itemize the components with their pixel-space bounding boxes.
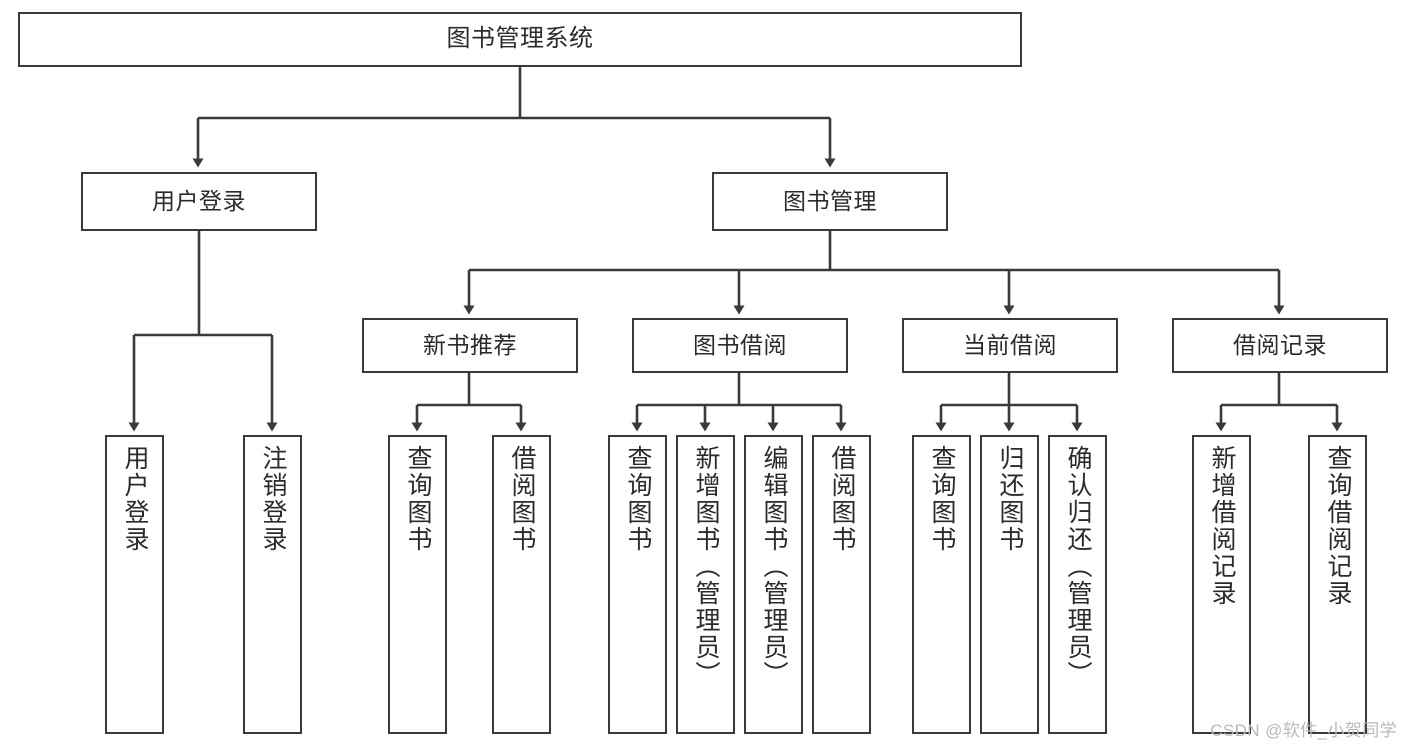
leaf-query-book-2[interactable]: 查询图书: [608, 435, 667, 734]
node-label: 归还图书: [996, 445, 1024, 553]
leaf-edit-book[interactable]: 编辑图书（管理员）: [744, 435, 803, 734]
node-label: 查询借阅记录: [1324, 445, 1352, 607]
node-new-book-recommend[interactable]: 新书推荐: [362, 318, 578, 373]
node-label: 新增图书（管理员）: [692, 445, 720, 688]
node-book-management[interactable]: 图书管理: [712, 172, 948, 231]
node-current-borrow[interactable]: 当前借阅: [902, 318, 1118, 373]
node-label: 借阅记录: [1233, 331, 1327, 358]
leaf-query-book-1[interactable]: 查询图书: [388, 435, 447, 734]
node-label: 查询图书: [404, 445, 432, 553]
node-book-borrow[interactable]: 图书借阅: [632, 318, 848, 373]
csdn-watermark: CSDN @软件_小贺同学: [1210, 721, 1397, 740]
node-label: 当前借阅: [963, 331, 1057, 358]
leaf-logout-login[interactable]: 注销登录: [243, 435, 302, 734]
node-label: 确认归还（管理员）: [1064, 445, 1092, 688]
node-root-book-management-system[interactable]: 图书管理系统: [18, 12, 1022, 67]
node-user-login[interactable]: 用户登录: [81, 172, 317, 231]
node-label: 用户登录: [121, 445, 149, 553]
node-label: 注销登录: [259, 445, 287, 553]
node-label: 图书管理系统: [446, 25, 594, 53]
node-label: 借阅图书: [828, 445, 856, 553]
node-label: 新书推荐: [423, 331, 517, 358]
leaf-user-login[interactable]: 用户登录: [105, 435, 164, 734]
leaf-confirm-return[interactable]: 确认归还（管理员）: [1048, 435, 1107, 734]
leaf-query-book-3[interactable]: 查询图书: [912, 435, 971, 734]
leaf-add-borrow-record[interactable]: 新增借阅记录: [1192, 435, 1251, 734]
node-label: 新增借阅记录: [1208, 445, 1236, 607]
node-label: 查询图书: [928, 445, 956, 553]
leaf-add-book[interactable]: 新增图书（管理员）: [676, 435, 735, 734]
leaf-return-book[interactable]: 归还图书: [980, 435, 1039, 734]
node-label: 借阅图书: [508, 445, 536, 553]
node-label: 图书管理: [783, 187, 877, 214]
node-label: 编辑图书（管理员）: [760, 445, 788, 688]
node-borrow-record[interactable]: 借阅记录: [1172, 318, 1388, 373]
node-label: 用户登录: [152, 187, 246, 214]
leaf-borrow-book-1[interactable]: 借阅图书: [492, 435, 551, 734]
node-label: 图书借阅: [693, 331, 787, 358]
leaf-query-borrow-record[interactable]: 查询借阅记录: [1308, 435, 1367, 734]
leaf-borrow-book-2[interactable]: 借阅图书: [812, 435, 871, 734]
node-label: 查询图书: [624, 445, 652, 553]
